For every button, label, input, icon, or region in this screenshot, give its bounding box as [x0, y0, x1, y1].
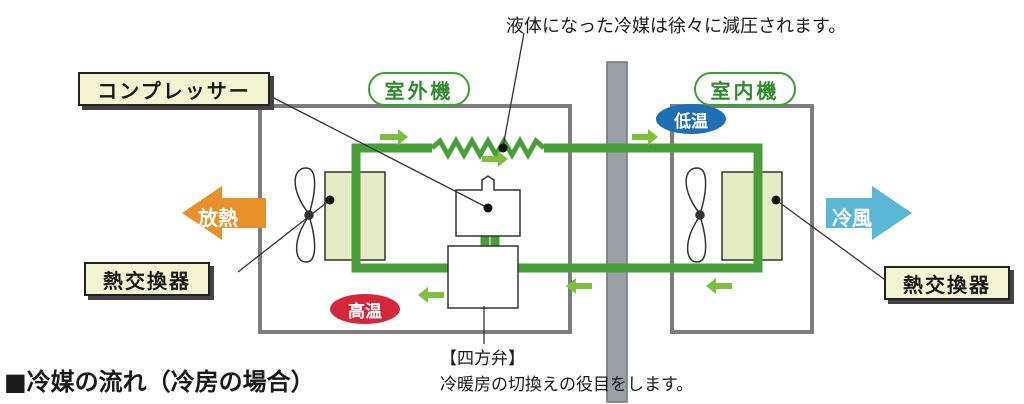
outdoor-fan-icon — [294, 167, 316, 263]
label-outdoor-unit: 室外機 — [368, 72, 470, 106]
leader-dots — [325, 143, 781, 213]
note-pressure-reduction: 液体になった冷媒は徐々に減圧されます。 — [506, 16, 847, 37]
heat-release-arrow — [182, 186, 266, 240]
wall — [606, 61, 628, 403]
indoor-fan-icon — [685, 167, 707, 263]
label-heat-exchanger-outdoor: 熱交換器 — [84, 262, 210, 296]
label-compressor: コンプレッサー — [78, 72, 270, 106]
label-four-way-valve: 【四方弁】 — [440, 349, 525, 369]
badge-low-temp: 低温 — [656, 104, 726, 134]
badge-high-temp: 高温 — [330, 294, 400, 324]
label-indoor-unit: 室内機 — [694, 72, 796, 106]
label-heat-release: 放熱 — [198, 206, 238, 230]
leader-lines — [237, 32, 889, 344]
four-way-valve — [447, 245, 519, 309]
diagram-caption: ■冷媒の流れ（冷房の場合） — [4, 368, 315, 396]
four-way-valve-description: 冷暖房の切換えの役目をします。 — [440, 375, 694, 395]
indoor-heat-exchanger — [721, 171, 783, 261]
label-cool-air: 冷風 — [832, 206, 872, 230]
flow-arrows — [380, 129, 732, 303]
cool-air-arrow — [826, 186, 912, 240]
label-heat-exchanger-indoor: 熱交換器 — [884, 266, 1010, 300]
